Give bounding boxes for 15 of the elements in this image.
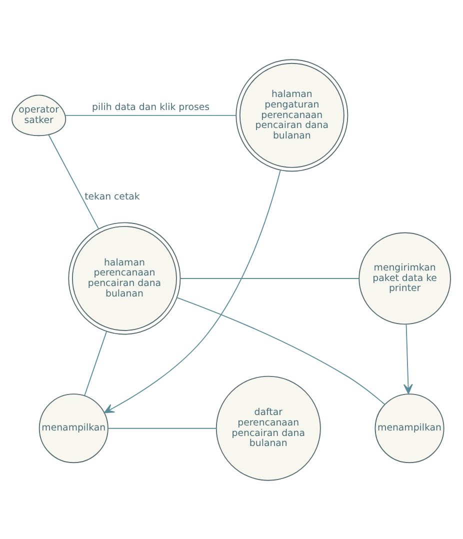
arrow [104, 169, 281, 413]
node-circle: menampilkan [374, 393, 444, 463]
node-circle: daftar perencanaan pencairan dana bulanan [216, 375, 321, 480]
connector [108, 427, 217, 428]
connector [48, 134, 100, 230]
node-circle: menampilkan [38, 393, 108, 463]
edge-label: pilih data dan klik proses [92, 101, 210, 112]
connector [176, 296, 386, 404]
connector [64, 114, 236, 116]
node-circle: halaman pengaturan perencanaan pencairan dana bulanan [236, 58, 348, 172]
node-circle: halaman perencanaan pencairan dana bulanan [68, 222, 181, 334]
edge-label: tekan cetak [84, 190, 140, 202]
node-circle: mengirimkan paket data ke printer [358, 232, 451, 324]
arrow [403, 324, 413, 394]
connector [84, 330, 108, 396]
